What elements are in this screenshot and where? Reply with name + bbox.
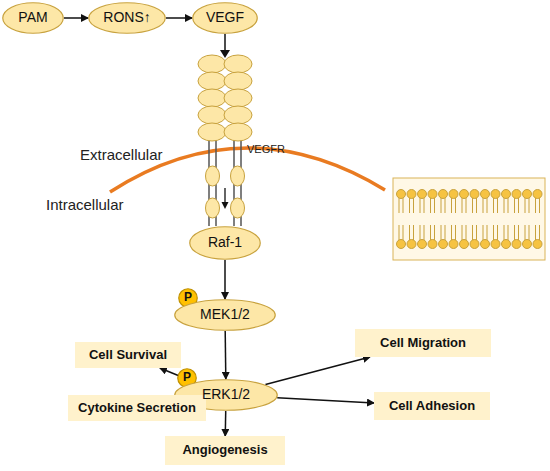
- node-text: P: [184, 291, 192, 304]
- node-text: VEGF: [206, 10, 244, 25]
- receptor-beads: [198, 55, 252, 141]
- molecule-ellipse: RONS↑: [88, 2, 166, 34]
- node-text: Angiogenesis: [182, 443, 267, 457]
- arrow-head: [222, 202, 229, 209]
- outcome-box: Cytokine Secretion: [68, 395, 206, 421]
- outcome-box: Cell Adhesion: [374, 392, 490, 420]
- node-text: Cytokine Secretion: [78, 401, 196, 415]
- region-label: Intracellular: [46, 196, 124, 213]
- node-text: Cell Migration: [380, 336, 466, 350]
- node-text: Raf-1: [208, 235, 242, 250]
- receptor-label: VEGFR: [247, 143, 285, 155]
- pathway-arrow: [265, 357, 369, 385]
- outcome-box: Cell Migration: [355, 329, 491, 357]
- arrow-head: [220, 50, 230, 58]
- lipid-bilayer: [393, 178, 545, 260]
- pathway-arrow: [225, 411, 227, 436]
- binding-arrow: [224, 34, 226, 52]
- outcome-box: Cell Survival: [75, 342, 181, 368]
- node-text: P: [183, 371, 191, 384]
- region-label: Extracellular: [80, 146, 163, 163]
- pathway-arrow: [224, 331, 226, 379]
- node-text: Cell Adhesion: [389, 399, 475, 413]
- node-text: MEK1/2: [200, 307, 250, 322]
- pathway-arrow: [64, 17, 88, 19]
- molecule-ellipse: VEGF: [192, 2, 258, 34]
- node-text: RONS↑: [103, 10, 150, 25]
- node-text: Cell Survival: [89, 348, 167, 362]
- outcome-box: Angiogenesis: [165, 436, 285, 465]
- signal-arrow: [224, 188, 225, 204]
- pathway-arrow: [166, 17, 192, 19]
- node-text: PAM: [18, 10, 47, 25]
- pathway-arrow: [277, 398, 374, 403]
- receptor-domains: [206, 166, 245, 218]
- node-text: ERK1/2: [202, 387, 250, 402]
- kinase-ellipse: Raf-1: [189, 226, 261, 260]
- stimulus-ellipse: PAM: [2, 2, 64, 34]
- pathway-arrow: [224, 260, 226, 299]
